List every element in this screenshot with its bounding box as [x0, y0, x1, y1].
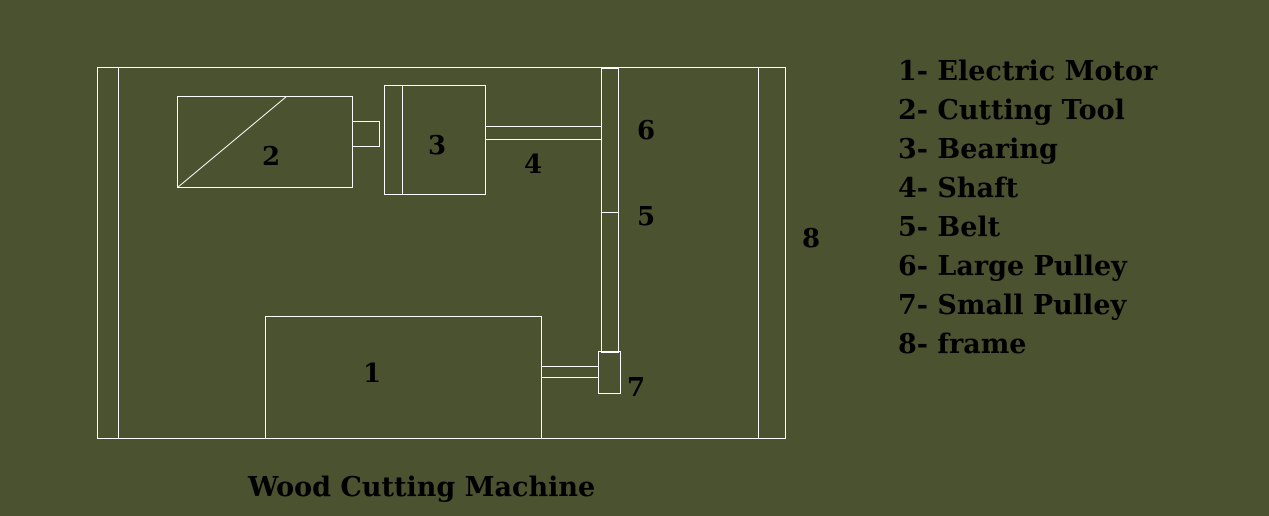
cutting-tool-spindle — [352, 121, 380, 147]
diagram-caption: Wood Cutting Machine — [248, 472, 596, 503]
label-frame: 8 — [802, 224, 821, 254]
legend-item-frame: 8- frame — [898, 329, 1027, 360]
large-pulley — [601, 68, 619, 213]
frame-outline — [97, 67, 786, 439]
legend: 1- Electric Motor 2- Cutting Tool 3- Bea… — [898, 52, 1157, 364]
electric-motor — [265, 316, 542, 439]
label-motor: 1 — [363, 359, 382, 389]
label-cutting-tool: 2 — [262, 142, 281, 172]
motor-shaft — [541, 366, 599, 378]
label-large-pulley: 6 — [637, 116, 656, 146]
small-pulley — [598, 351, 621, 394]
legend-item-electric-motor: 1- Electric Motor — [898, 56, 1158, 87]
legend-item-shaft: 4- Shaft — [898, 173, 1019, 204]
legend-item-large-pulley: 6- Large Pulley — [898, 251, 1127, 282]
belt — [601, 212, 619, 353]
legend-item-small-pulley: 7- Small Pulley — [898, 290, 1127, 321]
label-bearing: 3 — [428, 131, 447, 161]
legend-item-belt: 5- Belt — [898, 212, 1001, 243]
label-small-pulley: 7 — [627, 373, 646, 403]
label-shaft: 4 — [524, 150, 543, 180]
label-belt: 5 — [637, 202, 656, 232]
legend-item-bearing: 3- Bearing — [898, 134, 1058, 165]
shaft — [485, 126, 602, 140]
legend-item-cutting-tool: 2- Cutting Tool — [898, 95, 1125, 126]
cutting-tool-blade — [177, 96, 287, 188]
